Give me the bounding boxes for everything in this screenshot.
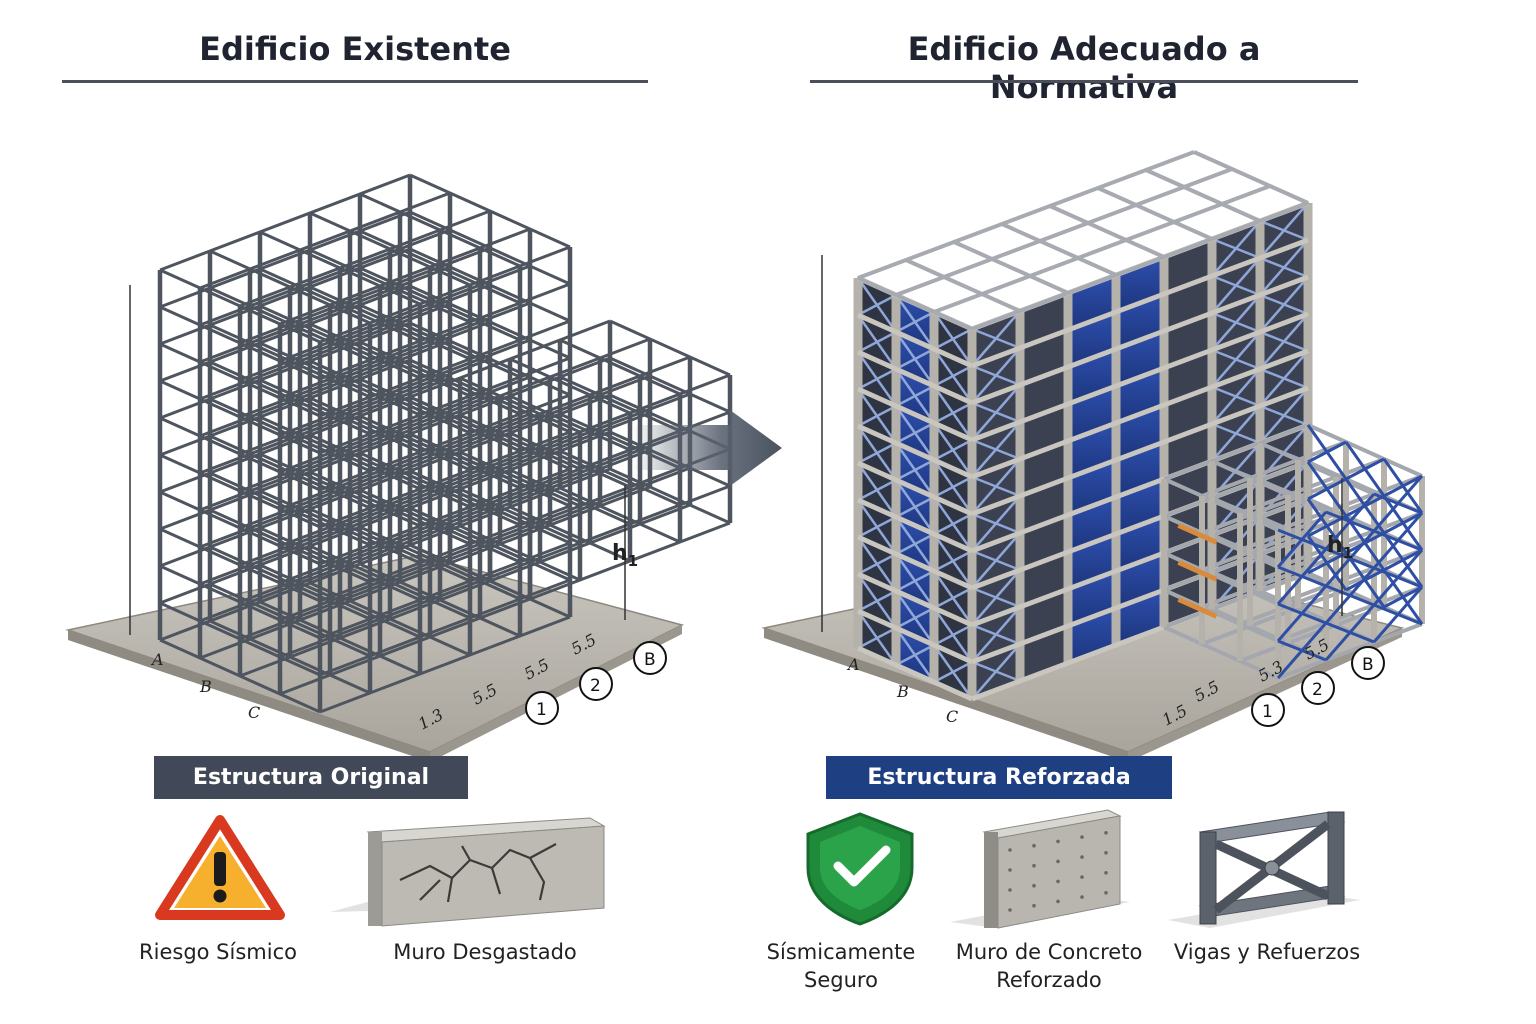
caption-seismically-safe-line1: Sísmicamente	[766, 940, 916, 964]
grid-bubble-b-left: B	[644, 650, 656, 670]
grid-bubble-1-left: 1	[536, 700, 547, 720]
steel-brace-icon	[1168, 811, 1360, 928]
height-label-right: h1	[1327, 533, 1353, 562]
axis-label-c-right: C	[946, 707, 958, 726]
reinforced-structure-banner: Estructura Reforzada	[826, 756, 1172, 799]
grid-bubble-2-left: 2	[590, 676, 601, 696]
grid-bubble-1-right: 1	[1262, 702, 1273, 722]
original-structure-banner: Estructura Original	[154, 756, 468, 799]
axis-label-c-left: C	[248, 703, 260, 722]
caption-seismically-safe: Sísmicamente Seguro	[752, 938, 930, 994]
caption-beams-reinforcements: Vigas y Refuerzos	[1173, 940, 1361, 964]
caption-seismically-safe-line2: Seguro	[804, 968, 878, 992]
grid-bubble-b-right: B	[1362, 655, 1374, 675]
axis-label-b-left: B	[199, 677, 212, 696]
cracked-wall-icon	[330, 817, 606, 927]
title-rule-right	[810, 80, 1358, 83]
grid-bubble-2-right: 2	[1312, 680, 1323, 700]
caption-reinforced-wall-line1: Muro de Concreto	[955, 940, 1143, 964]
height-label-left: h1	[612, 541, 638, 570]
retrofitted-building-model: h1 A B C 1.5 5.5 5.3 5.5 1 2 B	[761, 150, 1425, 762]
caption-reinforced-concrete-wall: Muro de Concreto Reforzado	[944, 938, 1154, 994]
title-rule-left	[62, 80, 648, 83]
shield-check-icon	[806, 812, 914, 926]
reinforced-frame	[853, 150, 1425, 702]
caption-reinforced-wall-line2: Reforzado	[996, 968, 1102, 992]
transition-arrow	[632, 410, 782, 486]
title-existing-building: Edificio Existente	[199, 30, 511, 68]
warning-icon	[155, 815, 285, 920]
axis-label-b-right: B	[896, 682, 909, 701]
existing-frame	[157, 173, 733, 714]
axis-label-a-left: A	[150, 650, 164, 669]
axis-label-a-right: A	[846, 655, 860, 674]
reinforced-wall-icon	[950, 809, 1130, 929]
existing-building-model: h1 A B C 1.3 5.5 5.5 5.5 1 2 B	[65, 173, 733, 762]
title-retrofitted-building: Edificio Adecuado a Normativa	[907, 30, 1261, 106]
caption-seismic-risk: Riesgo Sísmico	[139, 940, 297, 964]
caption-worn-wall: Muro Desgastado	[393, 940, 577, 964]
